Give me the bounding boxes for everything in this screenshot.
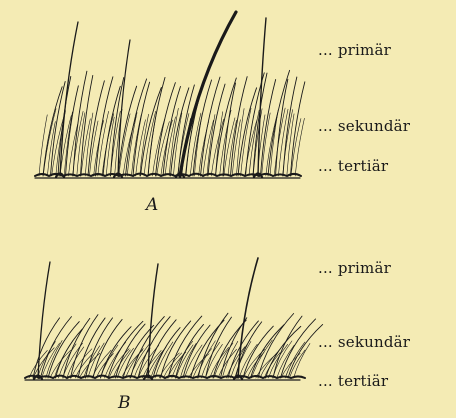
secondary-hair [176,324,204,378]
secondary-hair [236,322,262,378]
panel-a-tertiary-label: ... tertiär [318,157,388,175]
tertiary-hair [39,115,47,176]
tertiary-hair [295,118,304,176]
secondary-hair [153,328,180,378]
panel-a-primary-label: ... primär [318,41,391,59]
tertiary-hair [148,110,157,176]
tertiary-hair [197,341,215,378]
secondary-hair [48,322,79,378]
panel-b-secondary-label: ... sekundär [318,333,410,351]
tertiary-hair [151,345,167,378]
secondary-hair [168,316,202,378]
tertiary-hair [239,344,257,378]
tertiary-hair [211,119,224,176]
tertiary-hair [270,110,278,176]
tertiary-hair [172,341,193,378]
secondary-hair [198,313,228,378]
secondary-hair [63,318,90,378]
tertiary-hair [140,114,149,176]
primary-hair [148,264,158,378]
secondary-hair [101,327,132,378]
panel-b-tertiary-label: ... tertiär [318,372,388,390]
secondary-hair [186,71,208,176]
panel-a-letter: A [146,195,158,215]
panel-a-secondary-label: ... sekundär [318,117,410,135]
panel-b-primary-label: ... primär [318,259,391,277]
secondary-hair [33,318,60,378]
tertiary-hair [252,340,273,378]
tertiary-hair [203,120,214,176]
secondary-hair [276,79,288,176]
secondary-hair [131,317,165,378]
panel-b-letter: B [118,393,131,413]
tertiary-hair [289,350,305,378]
